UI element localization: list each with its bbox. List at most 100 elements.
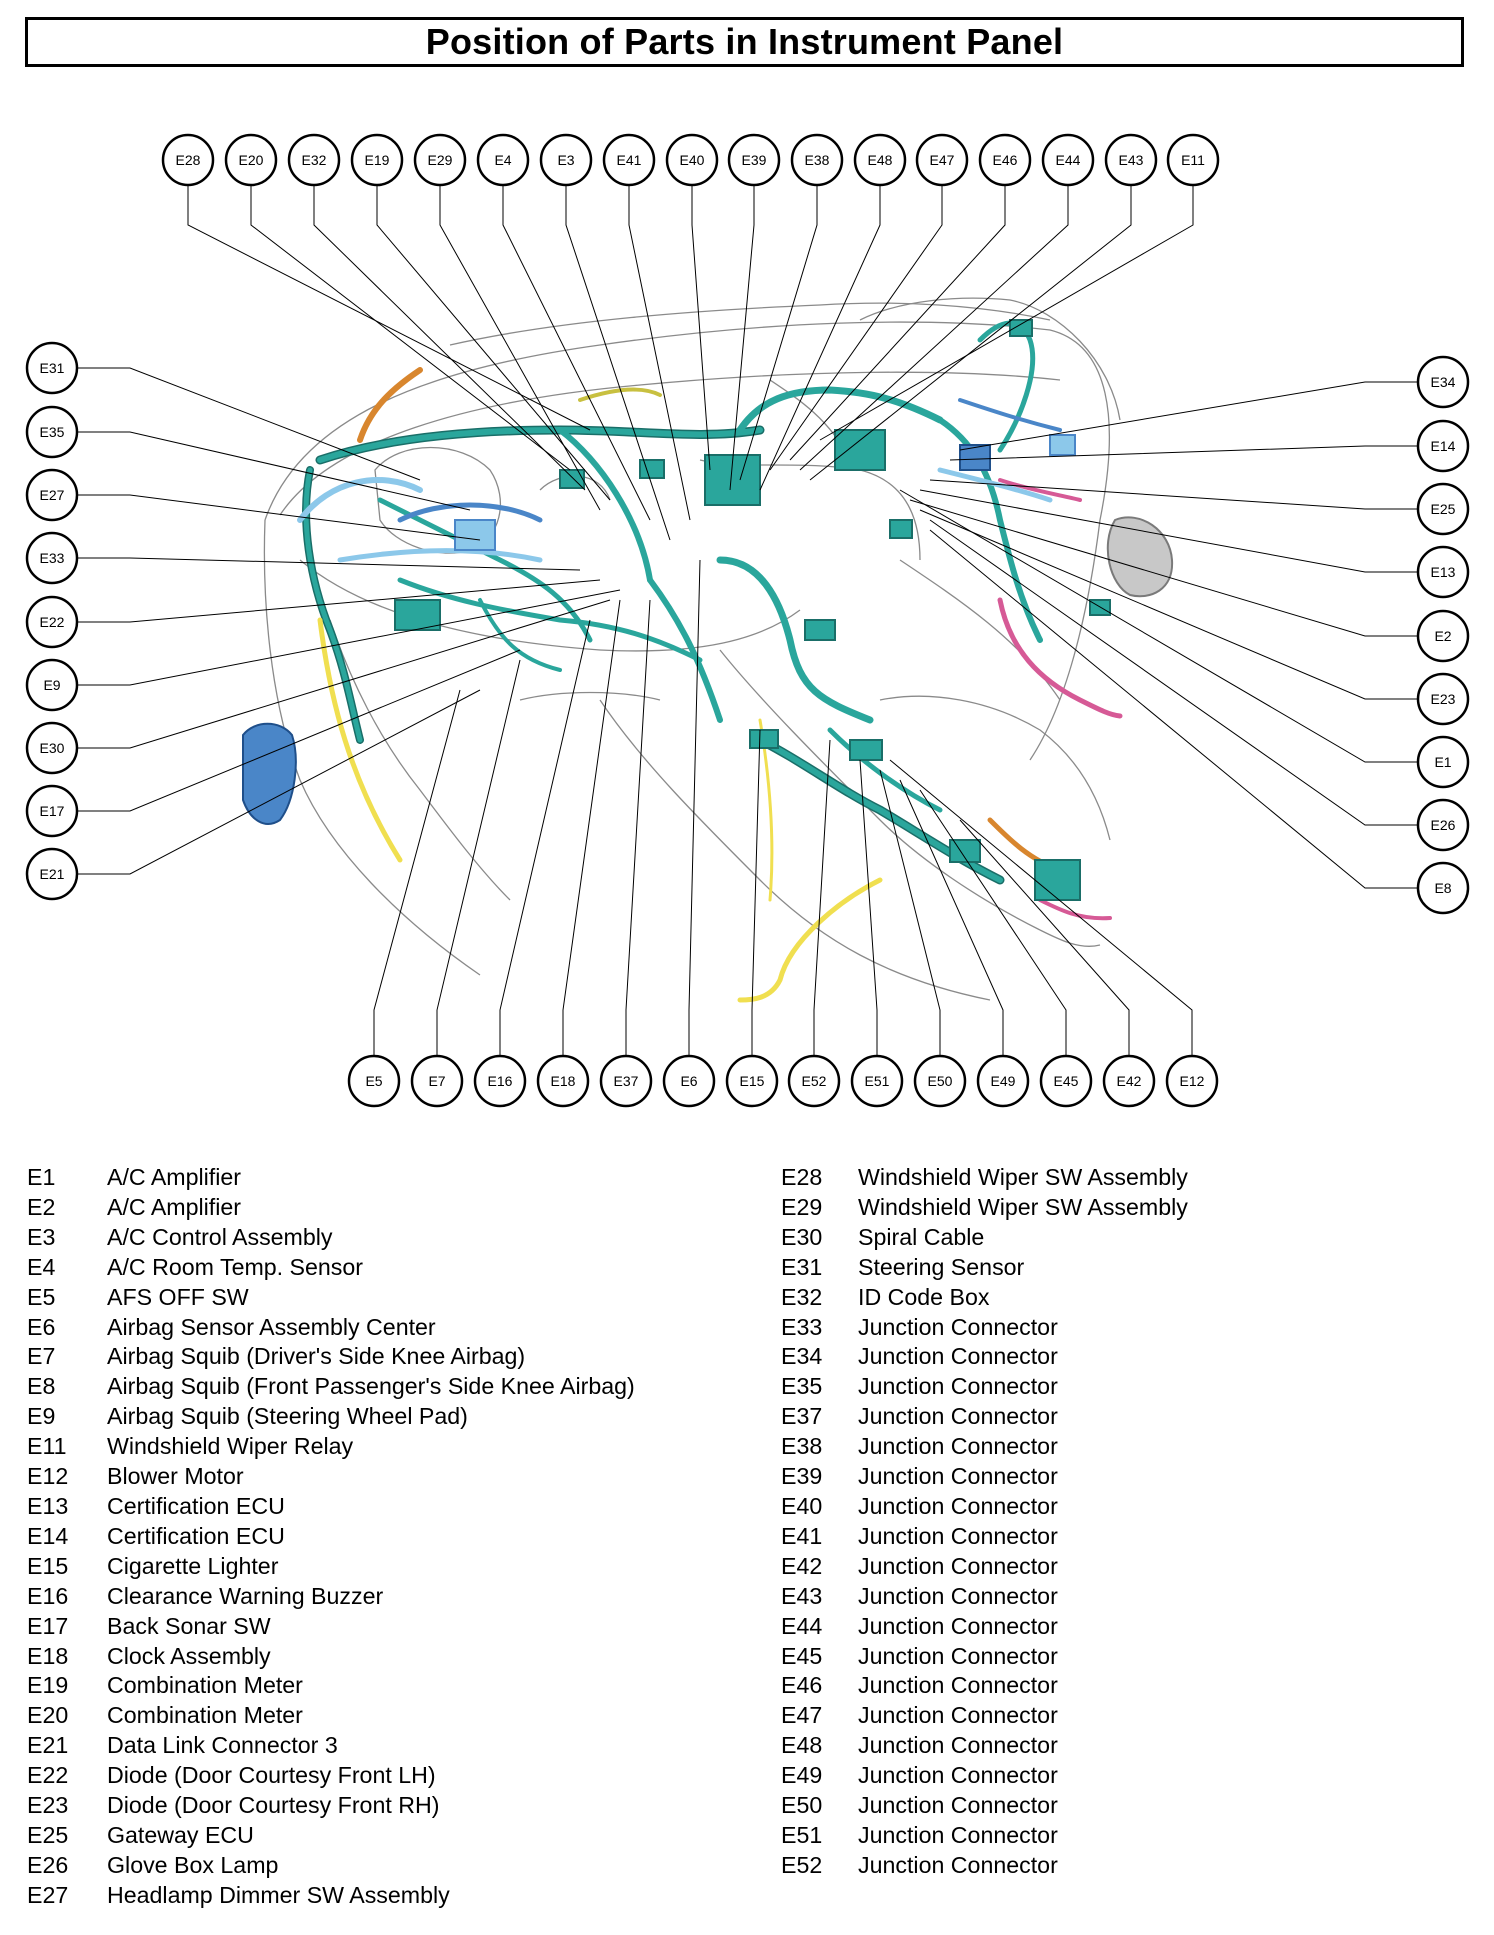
leader-line (562, 599, 621, 1056)
legend-part-name: Junction Connector (858, 1792, 1058, 1819)
callout-label: E18 (551, 1073, 576, 1089)
leader-line (819, 185, 1194, 441)
callout-label: E25 (1431, 501, 1456, 517)
callout-e33: E33 (25, 531, 79, 585)
legend-code: E44 (781, 1612, 823, 1639)
callout-label: E41 (617, 152, 642, 168)
legend-part-name: A/C Room Temp. Sensor (107, 1253, 364, 1280)
callout-e13: E13 (1416, 545, 1470, 599)
leader-line (628, 185, 691, 521)
callout-circle (539, 133, 593, 187)
callout-label: E3 (557, 152, 574, 168)
callout-e38: E38 (790, 133, 844, 187)
page-title-box: Position of Parts in Instrument Panel (25, 17, 1464, 67)
leader-line (899, 489, 1418, 763)
callout-e9: E9 (25, 658, 79, 712)
callout-e48: E48 (853, 133, 907, 187)
callout-label: E32 (302, 152, 327, 168)
legend-code: E25 (27, 1821, 69, 1848)
legend-code: E12 (27, 1463, 69, 1490)
callout-label: E28 (176, 152, 201, 168)
legend-part-name: Junction Connector (858, 1403, 1058, 1430)
callout-label: E35 (40, 424, 65, 440)
callout-label: E19 (365, 152, 390, 168)
legend-code: E47 (781, 1702, 823, 1729)
leader-line (789, 185, 1006, 461)
callout-circle (787, 1054, 841, 1108)
legend-part-name: Windshield Wiper Relay (107, 1433, 354, 1460)
callout-e15: E15 (725, 1054, 779, 1108)
legend-part-name: Junction Connector (858, 1343, 1058, 1370)
callout-e16: E16 (473, 1054, 527, 1108)
leader-line (77, 589, 621, 686)
legend-part-name: A/C Amplifier (107, 1193, 242, 1220)
legend-part-name: Blower Motor (107, 1463, 244, 1490)
legend-code: E3 (27, 1223, 56, 1250)
callout-circle (602, 133, 656, 187)
legend-code: E19 (27, 1672, 69, 1699)
legend-row: E25 Gateway ECU (27, 1821, 635, 1851)
leader-line (565, 185, 671, 541)
legend-part-name: ID Code Box (858, 1283, 990, 1310)
leader-line (77, 431, 471, 511)
callout-label: E44 (1056, 152, 1081, 168)
legend-code: E1 (27, 1164, 56, 1190)
callout-e8: E8 (1416, 861, 1470, 915)
callout-circle (473, 1054, 527, 1108)
legend-code: E51 (781, 1821, 823, 1848)
leader-line (77, 579, 601, 623)
callout-label: E34 (1431, 374, 1456, 390)
callout-label: E30 (40, 740, 65, 756)
leader-line (929, 519, 1418, 826)
callout-circle (1416, 735, 1470, 789)
leader-line (899, 779, 1004, 1056)
leader-line (919, 509, 1418, 700)
legend-code: E38 (781, 1433, 823, 1460)
callout-circle (413, 133, 467, 187)
legend-part-name: Airbag Squib (Front Passenger's Side Kne… (107, 1373, 635, 1400)
callout-e43: E43 (1104, 133, 1158, 187)
callout-e17: E17 (25, 784, 79, 838)
callout-e14: E14 (1416, 419, 1470, 473)
leader-line (77, 649, 521, 812)
callout-e51: E51 (850, 1054, 904, 1108)
callout-label: E52 (802, 1073, 827, 1089)
legend-code: E26 (27, 1851, 69, 1878)
legend-part-name: Gateway ECU (107, 1821, 254, 1848)
legend-part-name: Airbag Sensor Assembly Center (107, 1313, 436, 1340)
legend-code: E30 (781, 1223, 823, 1250)
legend-code: E13 (27, 1492, 69, 1519)
legend-part-name: Back Sonar SW (107, 1612, 271, 1639)
leader-line (250, 185, 571, 471)
leader-line (436, 659, 521, 1056)
callout-label: E11 (1181, 152, 1205, 168)
leader-line (77, 367, 421, 481)
legend-part-name: Junction Connector (858, 1642, 1058, 1669)
legend-code: E5 (27, 1283, 56, 1310)
legend-code: E9 (27, 1403, 56, 1430)
callout-circle (1416, 419, 1470, 473)
callout-e39: E39 (727, 133, 781, 187)
callout-e30: E30 (25, 721, 79, 775)
legend-code: E33 (781, 1313, 823, 1340)
legend-part-name: Cigarette Lighter (107, 1552, 279, 1579)
legend-code: E29 (781, 1193, 823, 1220)
legend-code: E15 (27, 1552, 69, 1579)
legend-code: E40 (781, 1492, 823, 1519)
callout-e32: E32 (287, 133, 341, 187)
